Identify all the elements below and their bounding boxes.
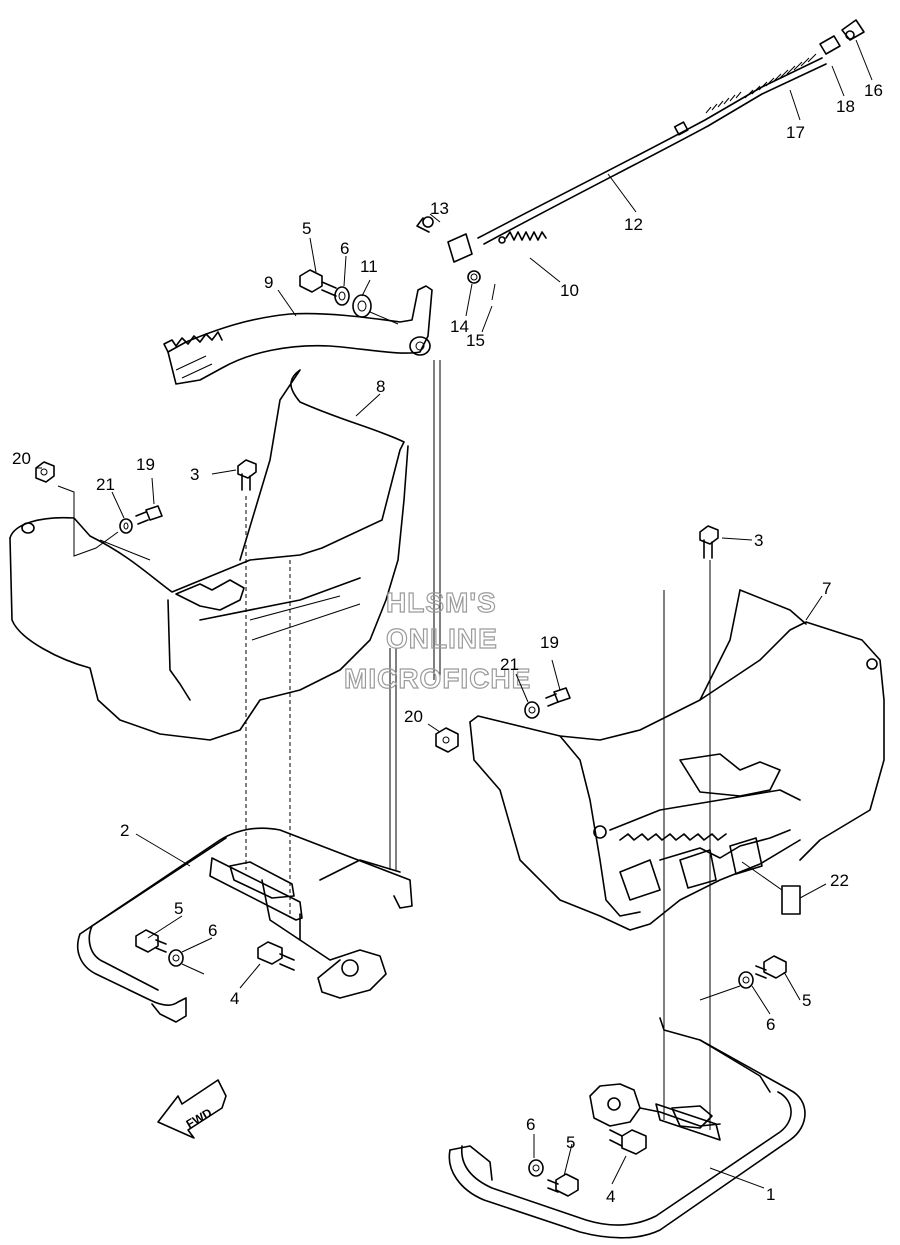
- callout-21-right: 21: [500, 655, 519, 674]
- pedal-pivot-hardware: [299, 269, 399, 325]
- watermark: HLSM'S ONLINE MICROFICHE: [343, 586, 531, 694]
- callout-11: 11: [360, 257, 378, 276]
- callout-4-right: 4: [606, 1187, 615, 1206]
- callout-17: 17: [786, 123, 805, 142]
- right-footrest-bracket: [448, 1017, 806, 1239]
- left-footrest-guard: [9, 369, 409, 741]
- callout-7: 7: [822, 579, 831, 598]
- callout-2: 2: [120, 821, 129, 840]
- callout-leaders: [36, 39, 873, 1189]
- callout-12: 12: [624, 215, 643, 234]
- label-sticker-22: [741, 861, 801, 915]
- callout-4-left: 4: [230, 989, 239, 1008]
- callout-21-left: 21: [96, 475, 115, 494]
- watermark-line-1: HLSM'S: [386, 587, 497, 618]
- callout-15: 15: [466, 331, 485, 350]
- callout-10: 10: [560, 281, 579, 300]
- callout-5-pedal: 5: [302, 219, 311, 238]
- callout-3-left: 3: [190, 465, 199, 484]
- forward-arrow-icon: FWD: [157, 1079, 227, 1139]
- callout-5-bracket-left: 5: [174, 899, 183, 918]
- fasteners-left: [35, 461, 163, 557]
- callout-19-left: 19: [136, 455, 155, 474]
- fasteners-bracket-right: [528, 955, 787, 1197]
- callout-14: 14: [450, 317, 469, 336]
- callout-5-bracket-right-lower: 5: [566, 1133, 575, 1152]
- callout-8: 8: [376, 377, 385, 396]
- fwd-label: FWD: [184, 1105, 215, 1131]
- brake-spring-and-clevis: [416, 216, 547, 301]
- callout-22: 22: [830, 871, 849, 890]
- watermark-line-3: MICROFICHE: [344, 663, 531, 694]
- callout-16: 16: [864, 81, 883, 100]
- callout-9: 9: [264, 273, 273, 292]
- brake-cable: [477, 19, 865, 245]
- callout-6-bracket-right: 6: [766, 1015, 775, 1034]
- brake-pedal: [163, 285, 433, 385]
- callout-numbers: 1 2 3 3 4 4 5 5 5 5 6 6 6 6 7 8 9 10 11 …: [12, 81, 883, 1206]
- callout-13: 13: [430, 199, 449, 218]
- callout-1: 1: [766, 1185, 775, 1204]
- bolt-3-left: [237, 459, 257, 870]
- watermark-line-2: ONLINE: [386, 623, 498, 654]
- left-footrest-bracket: [76, 360, 441, 1023]
- fasteners-bracket-left: [135, 929, 295, 975]
- callout-19-right: 19: [540, 633, 559, 652]
- fasteners-right: [435, 687, 571, 753]
- callout-5-bracket-right: 5: [802, 991, 811, 1010]
- callout-6-bracket-left: 6: [208, 921, 217, 940]
- right-footrest-guard: [469, 589, 885, 931]
- callout-6-pedal: 6: [340, 239, 349, 258]
- callout-20-right: 20: [404, 707, 423, 726]
- callout-20-left: 20: [12, 449, 31, 468]
- callout-18: 18: [836, 97, 855, 116]
- callout-3-right: 3: [754, 531, 763, 550]
- callout-6-bracket-right-lower: 6: [526, 1115, 535, 1134]
- bolt-3-right: [663, 525, 719, 1130]
